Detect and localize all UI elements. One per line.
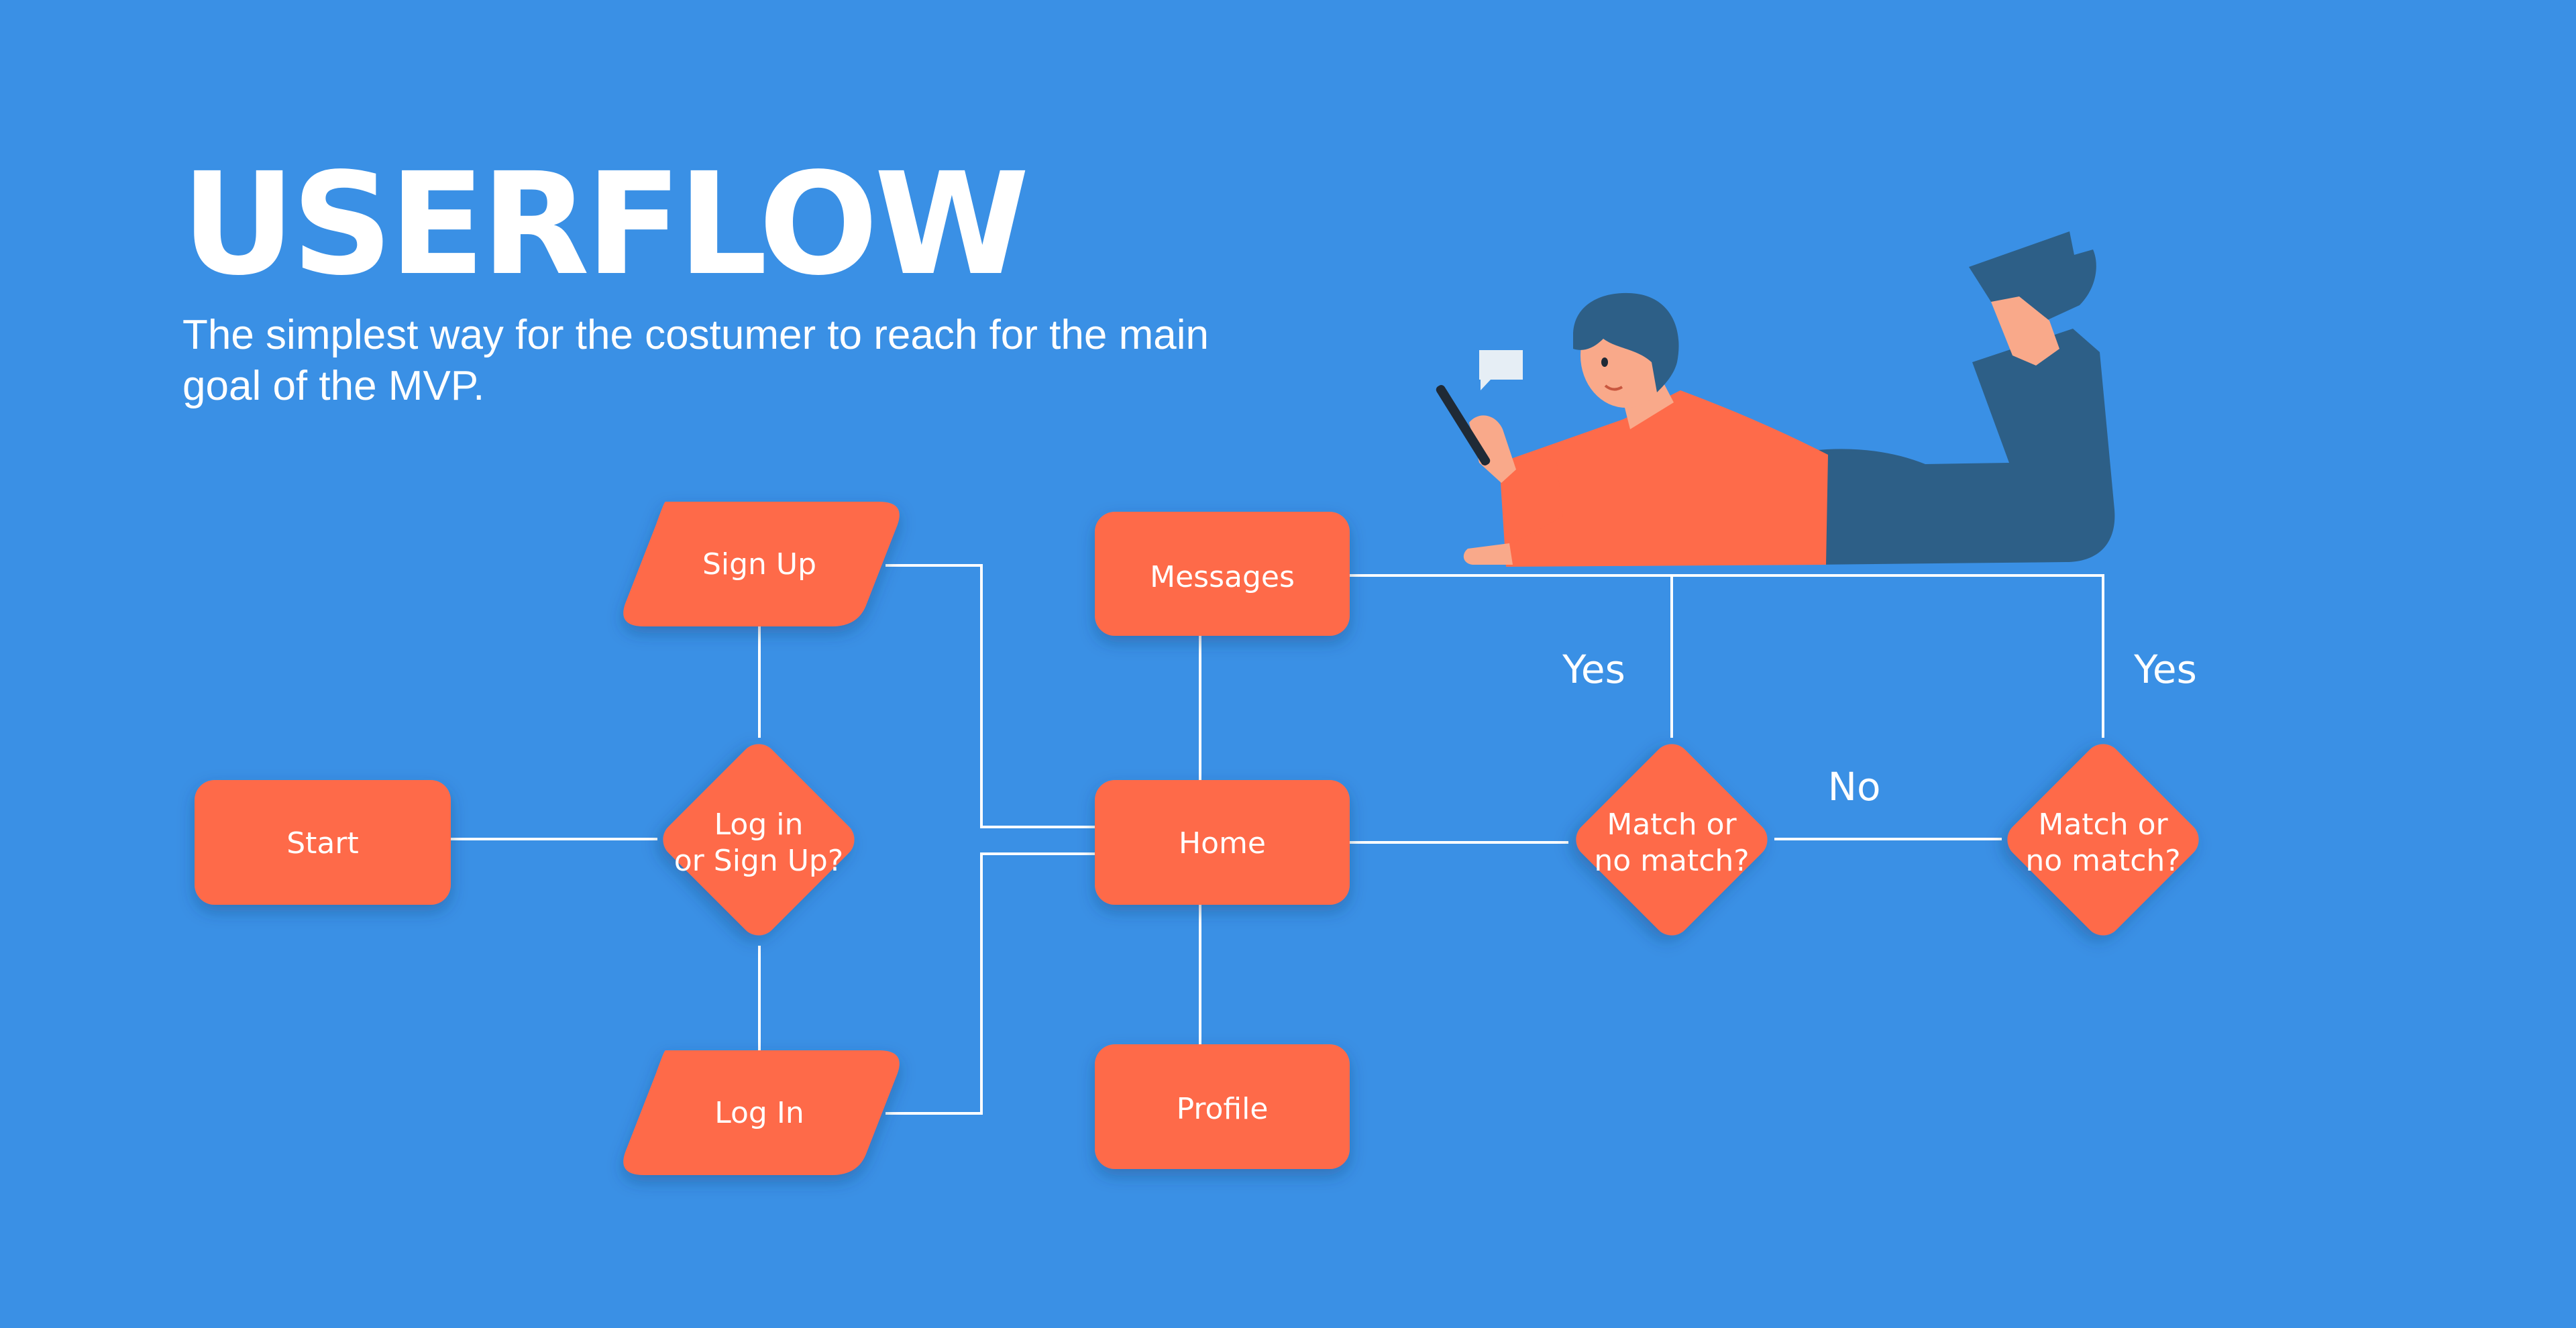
home-node-label: Home (1179, 826, 1266, 861)
profile-node-label: Profile (1177, 1092, 1269, 1126)
person-lying-with-phone-illustration (1434, 231, 2114, 567)
match-decision-2-label-line2: no match? (2025, 844, 2180, 878)
flow-node-match-decision-1[interactable]: Match or no match? (1568, 736, 1775, 943)
sign-up-node-label: Sign Up (702, 547, 816, 582)
match-decision-1-label-line2: no match? (1594, 844, 1749, 878)
flow-node-sign-up[interactable]: Sign Up (623, 502, 900, 626)
log-in-node-label: Log In (714, 1096, 804, 1130)
start-node-label: Start (286, 826, 359, 861)
edge-label-yes-1: Yes (1562, 647, 1625, 692)
connector-messages-matches (1350, 575, 2103, 738)
flow-node-login-decision[interactable]: Log in or Sign Up? (655, 736, 862, 943)
flow-node-profile[interactable]: Profile (1095, 1044, 1350, 1169)
flow-node-log-in[interactable]: Log In (623, 1050, 900, 1175)
flow-node-start[interactable]: Start (195, 780, 451, 905)
pants-shape (1811, 329, 2114, 565)
edge-label-no: No (1828, 764, 1881, 810)
match-decision-1-label-line1: Match or (1607, 808, 1737, 842)
eye-shape (1601, 357, 1608, 367)
connector-login-home (885, 854, 1095, 1113)
login-decision-label-line2: or Sign Up? (674, 844, 843, 878)
login-decision-label-line1: Log in (714, 808, 804, 842)
match-decision-2-label-line1: Match or (2038, 808, 2168, 842)
flow-node-home[interactable]: Home (1095, 780, 1350, 905)
chat-bubble-icon (1479, 350, 1523, 390)
flow-node-messages[interactable]: Messages (1095, 512, 1350, 636)
connector-signup-home (885, 565, 1095, 827)
flow-node-match-decision-2[interactable]: Match or no match? (2000, 736, 2206, 943)
skin-elbow-shape (1464, 543, 1513, 565)
messages-node-label: Messages (1150, 560, 1295, 594)
edge-label-yes-2: Yes (2133, 647, 2197, 692)
